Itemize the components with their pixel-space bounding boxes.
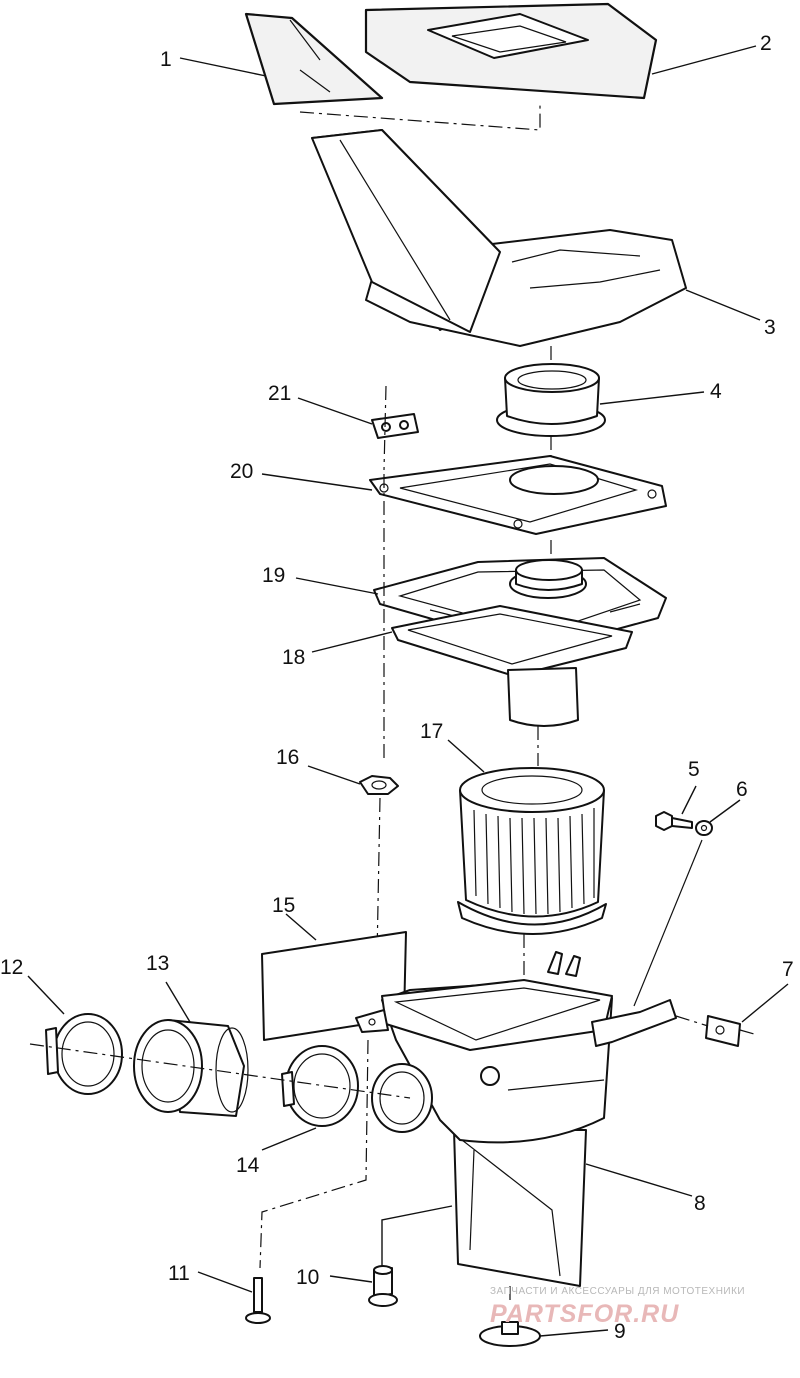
part-7-clip [705, 1015, 741, 1047]
part-3-intake-silencer [311, 129, 687, 347]
part-4-rubber-boot [496, 363, 606, 437]
callout-10: 10 [296, 1266, 319, 1289]
watermark-tagline: ЗАПЧАСТИ И АКСЕССУАРЫ ДЛЯ МОТОТЕХНИКИ [490, 1286, 745, 1297]
callout-3: 3 [764, 316, 776, 339]
watermark: ЗАПЧАСТИ И АКСЕССУАРЫ ДЛЯ МОТОТЕХНИКИ PA… [490, 1286, 745, 1328]
callout-15: 15 [272, 894, 295, 917]
callout-9: 9 [614, 1320, 626, 1343]
part-20-cover-plate [369, 455, 667, 535]
callout-13: 13 [146, 952, 169, 975]
callout-numbers: 1 2 3 4 5 6 7 8 9 10 11 12 13 14 15 16 1… [0, 32, 794, 1343]
part-21-clip [371, 413, 419, 439]
part-2-foam-pad [364, 2, 658, 100]
part-5-bolt [655, 811, 693, 831]
callout-5: 5 [688, 758, 700, 781]
part-10-grommet [368, 1265, 398, 1307]
callout-11: 11 [168, 1262, 190, 1285]
part-11-bolt [245, 1277, 271, 1324]
callout-14: 14 [236, 1154, 260, 1177]
part-13-intake-boot [133, 1019, 249, 1117]
part-12-clamp [45, 1013, 123, 1095]
lid-outlet-tube [507, 667, 579, 727]
part-16-nut [359, 775, 399, 795]
part-6-washer [695, 820, 713, 836]
callout-6: 6 [736, 778, 748, 801]
callout-7: 7 [782, 958, 794, 981]
part-18-gasket [391, 605, 633, 677]
part-8-air-box [355, 951, 677, 1287]
callout-1: 1 [160, 48, 172, 71]
callout-21: 21 [268, 382, 291, 405]
callout-12: 12 [0, 956, 23, 979]
callout-19: 19 [262, 564, 285, 587]
callout-18: 18 [282, 646, 305, 669]
part-17-air-filter [457, 767, 607, 935]
callout-8: 8 [694, 1192, 706, 1215]
part-14-clamp [281, 1045, 359, 1127]
callout-2: 2 [760, 32, 772, 55]
watermark-logo-text: PARTSFOR.RU [490, 1300, 679, 1328]
callout-17: 17 [420, 720, 443, 743]
callout-4: 4 [710, 380, 722, 403]
leader-lines [27, 45, 789, 1337]
part-9-drain-plug [479, 1321, 541, 1347]
callout-20: 20 [230, 460, 253, 483]
callout-16: 16 [276, 746, 299, 769]
part-1-foam-wedge [244, 12, 384, 106]
